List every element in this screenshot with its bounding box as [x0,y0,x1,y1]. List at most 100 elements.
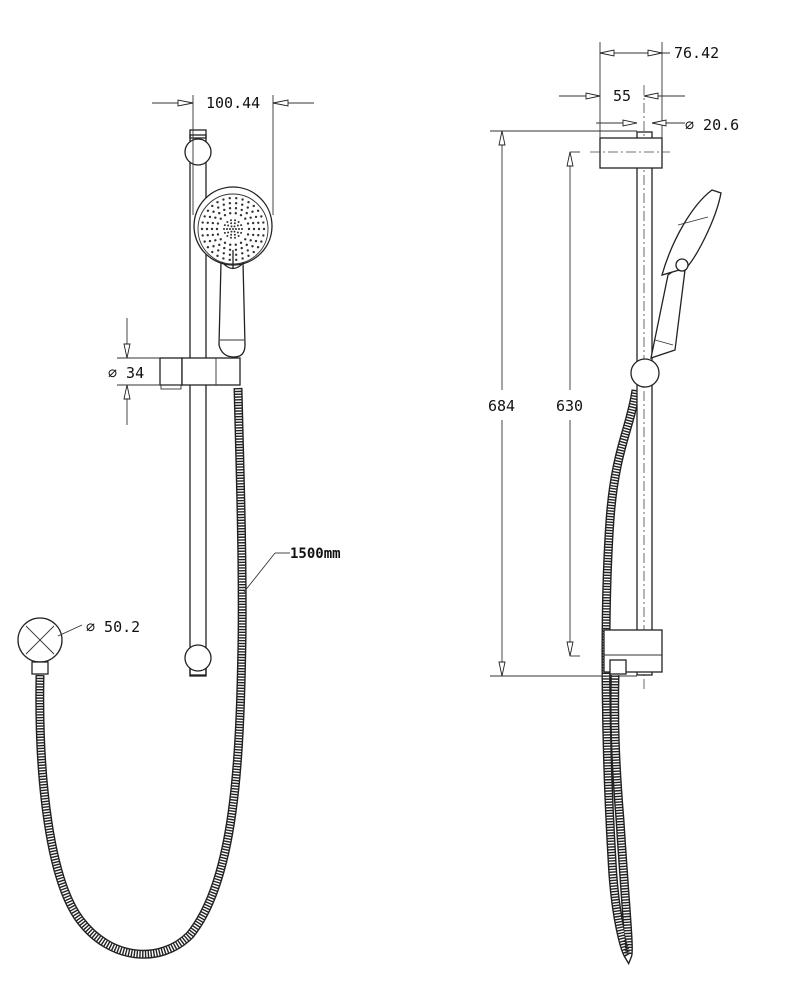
nozzle [230,225,233,228]
nozzle [262,234,265,237]
nozzle [235,258,238,262]
overall-height-label: 684 [488,397,515,415]
nozzle [240,231,243,234]
nozzle [256,209,260,212]
nozzle [252,227,256,231]
nozzle [241,198,244,201]
nozzle [246,222,250,225]
nozzle [239,213,243,217]
nozzle [228,253,232,257]
nozzle [251,233,255,237]
nozzle [234,236,237,239]
nozzle [223,208,226,212]
nozzle [228,258,231,262]
nozzle [227,224,230,227]
nozzle [252,204,255,208]
nozzle [200,227,204,231]
nozzle [205,227,209,231]
outlet-diameter-label: ∅ 50.2 [86,618,140,636]
nozzle [246,249,249,252]
nozzle [241,257,244,260]
nozzle [235,228,237,230]
nozzle [226,235,229,238]
nozzle [229,243,232,246]
spray-nozzles [200,196,266,262]
rail-diameter-label: ∅ 20.6 [685,116,739,134]
rail [189,134,207,676]
nozzle [254,239,258,243]
nozzle [249,216,252,219]
nozzle [201,234,204,237]
dimension-outlet-diameter: ∅ 50.2 [57,618,140,637]
nozzle [251,210,254,213]
side-hand-shower [650,189,722,359]
nozzle [249,239,252,242]
hose-length-label: 1500mm [290,546,341,562]
nozzle [229,228,231,230]
nozzle [233,225,236,228]
bottom-wall-bracket [184,644,212,672]
nozzle [236,224,239,227]
nozzle [223,228,225,230]
nozzle [247,200,250,204]
nozzle [241,203,244,206]
nozzle [241,252,244,255]
nozzle [211,233,215,237]
nozzle [256,246,260,249]
nozzle [260,215,263,218]
bracket-centres-label: 630 [556,397,583,415]
nozzle [236,231,239,234]
nozzle [216,254,219,258]
head-width-label: 100.44 [206,94,260,112]
nozzle [230,222,233,225]
nozzle [223,224,226,227]
nozzle [262,221,265,224]
nozzle [211,204,214,208]
nozzle [217,249,220,252]
nozzle [239,241,243,245]
nozzle [229,212,232,215]
nozzle [222,257,225,260]
nozzle [230,233,233,236]
side-top-bracket [599,137,663,169]
nozzle [214,239,217,242]
nozzle [214,216,217,219]
nozzle [216,222,220,225]
nozzle [238,228,240,230]
nozzle [212,210,215,213]
nozzle [223,246,226,250]
side-rail [636,131,653,676]
nozzle [206,234,209,237]
nozzle [234,253,238,257]
nozzle [257,221,260,224]
nozzle [245,243,248,247]
nozzle [211,250,214,254]
nozzle [234,243,237,246]
side-slider [630,358,660,388]
nozzle [216,200,219,204]
dimension-head-width: 100.44 [152,94,314,215]
dimension-rail-offset: 55 [559,87,685,105]
front-view: 100.44 ∅ 34 1500mm ∅ 50.2 [17,94,341,959]
nozzle [212,245,215,248]
hand-shower [193,186,273,358]
nozzle [226,228,228,230]
nozzle [222,203,225,206]
nozzle [228,207,232,210]
nozzle [229,219,232,222]
nozzle [240,208,243,212]
side-view: 684 630 76.42 55 [488,42,739,966]
nozzle [223,241,227,245]
rail-top-cap [189,129,207,139]
nozzle [237,235,240,238]
nozzle [244,217,247,220]
nozzle [262,227,266,231]
nozzle [233,230,236,233]
side-hose [601,389,641,966]
nozzle [228,201,232,205]
nozzle [203,240,206,243]
nozzle [228,196,231,200]
nozzle [218,243,221,247]
nozzle [217,206,220,209]
nozzle [257,234,260,237]
